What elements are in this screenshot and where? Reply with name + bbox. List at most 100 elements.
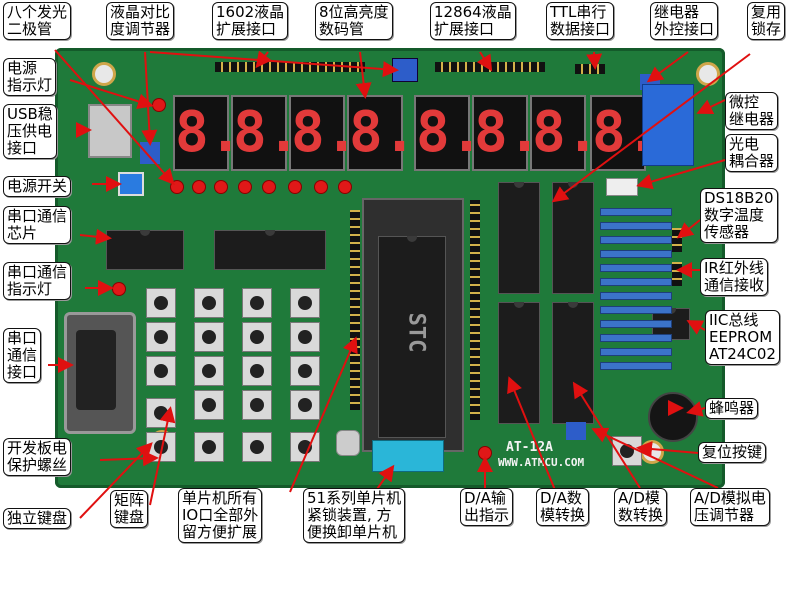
lcd12864-header — [435, 62, 545, 72]
label-da-indicator: D/A输 出指示 — [460, 488, 514, 526]
reset-key[interactable] — [612, 436, 642, 466]
label-serial-chip: 串口通信 芯片 — [3, 206, 72, 244]
label-independent-keys: 独立键盘 — [3, 508, 72, 529]
label-usb-power: USB稳 压供电 接口 — [3, 104, 57, 159]
matrix-key[interactable] — [242, 288, 272, 318]
matrix-key[interactable] — [290, 356, 320, 386]
power-led — [152, 98, 166, 112]
label-protect-screw: 开发板电 保护螺丝 — [3, 438, 72, 476]
led — [170, 180, 184, 194]
resistor — [600, 222, 672, 230]
ad-potentiometer[interactable] — [566, 422, 586, 440]
mounting-hole — [640, 440, 664, 464]
regulator — [140, 142, 160, 164]
board-model: AT-12A — [506, 440, 553, 455]
resistor — [600, 292, 672, 300]
label-reset-key: 复位按键 — [698, 442, 767, 463]
io-header-right — [470, 200, 480, 420]
matrix-key[interactable] — [194, 288, 224, 318]
label-eight-leds: 八个发光 二极管 — [3, 2, 72, 40]
label-ds18b20: DS18B20 数字温度 传感器 — [700, 188, 778, 243]
serial-chip — [106, 230, 184, 270]
label-ttl-serial: TTL串行 数据接口 — [546, 2, 615, 40]
resistor — [600, 320, 672, 328]
label-mcu-io: 单片机所有 IO口全部外 留方便扩展 — [178, 488, 263, 543]
ttl-header — [575, 64, 605, 74]
resistor — [600, 264, 672, 272]
label-matrix-keys: 矩阵 键盘 — [110, 490, 149, 528]
label-da-convert: D/A数 模转换 — [536, 488, 590, 526]
label-buzzer: 蜂鸣器 — [705, 398, 759, 419]
label-8digit-display: 8位高亮度 数码管 — [315, 2, 393, 40]
seven-seg-digit: 8. — [414, 95, 483, 171]
socket-lever[interactable] — [372, 440, 444, 472]
relay — [642, 84, 694, 166]
seven-seg-digit: 8. — [173, 95, 242, 171]
ir-header — [672, 262, 682, 286]
resistor — [600, 348, 672, 356]
label-lcd1602: 1602液晶 扩展接口 — [212, 2, 289, 40]
seven-seg-digit: 8. — [231, 95, 300, 171]
lcd1602-header — [215, 62, 365, 72]
label-power-switch: 电源开关 — [3, 176, 72, 197]
led — [314, 180, 328, 194]
matrix-key[interactable] — [290, 322, 320, 352]
led — [238, 180, 252, 194]
label-reuse-latch: 复用 锁存 — [747, 2, 786, 40]
matrix-key[interactable] — [194, 390, 224, 420]
led — [192, 180, 206, 194]
io-header-left — [350, 210, 360, 410]
seven-seg-digit: 8. — [347, 95, 416, 171]
label-lcd12864: 12864液晶 扩展接口 — [430, 2, 516, 40]
label-relay-output: 继电器 外控接口 — [650, 2, 719, 40]
resistor — [600, 306, 672, 314]
latch-chip-2 — [498, 182, 540, 294]
resistor — [600, 250, 672, 258]
label-serial-port: 串口 通信 接口 — [3, 328, 42, 383]
independent-key[interactable] — [146, 432, 176, 462]
label-iic-eeprom: IIC总线 EEPROM AT24C02 — [705, 310, 780, 365]
label-ad-convert: A/D模 数转换 — [614, 488, 668, 526]
label-micro-relay: 微控 继电器 — [725, 92, 779, 130]
matrix-key[interactable] — [290, 288, 320, 318]
independent-key[interactable] — [194, 432, 224, 462]
serial-led — [112, 282, 126, 296]
contrast-potentiometer[interactable] — [392, 58, 418, 82]
resistor — [600, 334, 672, 342]
label-serial-led: 串口通信 指示灯 — [3, 262, 72, 300]
seven-seg-digit: 8. — [530, 95, 599, 171]
matrix-key[interactable] — [194, 356, 224, 386]
label-optocoupler: 光电 耦合器 — [725, 134, 779, 172]
ad-chip — [552, 302, 594, 424]
matrix-key[interactable] — [242, 390, 272, 420]
led — [338, 180, 352, 194]
independent-key[interactable] — [146, 398, 176, 428]
seven-seg-digit: 8. — [590, 95, 659, 171]
power-switch[interactable] — [118, 172, 144, 196]
matrix-key[interactable] — [242, 322, 272, 352]
led — [288, 180, 302, 194]
matrix-key[interactable] — [146, 356, 176, 386]
latch-chip-3 — [552, 182, 594, 294]
matrix-key[interactable] — [146, 288, 176, 318]
buzzer — [648, 392, 698, 442]
matrix-key[interactable] — [242, 356, 272, 386]
label-ir-receiver: IR红外线 通信接收 — [700, 258, 769, 296]
led — [214, 180, 228, 194]
resistor — [600, 208, 672, 216]
matrix-key[interactable] — [194, 322, 224, 352]
led — [262, 180, 276, 194]
board-website: WWW.ATMCU.COM — [498, 456, 585, 469]
seven-seg-digit: 8. — [289, 95, 358, 171]
usb-port[interactable] — [88, 104, 132, 158]
matrix-key[interactable] — [146, 322, 176, 352]
mcu-marking: STC — [403, 312, 429, 353]
optocoupler — [606, 178, 638, 196]
matrix-key[interactable] — [290, 390, 320, 420]
independent-key[interactable] — [290, 432, 320, 462]
resistor — [600, 362, 672, 370]
seven-seg-digit: 8. — [472, 95, 541, 171]
independent-key[interactable] — [242, 432, 272, 462]
mounting-hole — [696, 62, 720, 86]
label-ad-voltage: A/D模拟电 压调节器 — [690, 488, 770, 526]
